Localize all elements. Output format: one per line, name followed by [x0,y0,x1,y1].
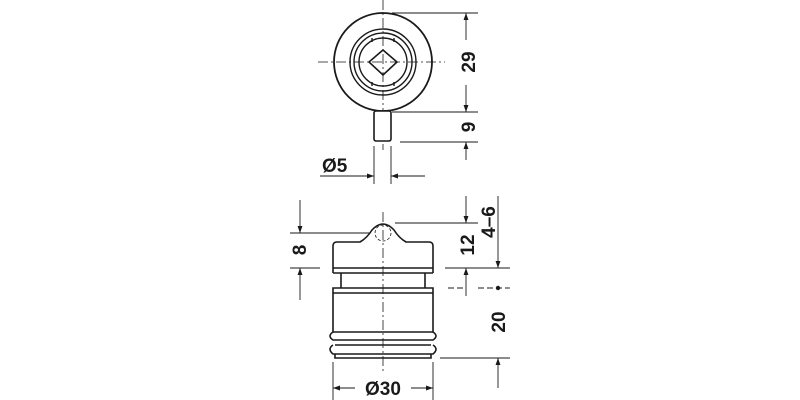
inner-ring-inner [358,37,408,87]
ring-notches [371,38,395,86]
reference-dot [495,285,501,291]
top-view-dimensions [320,12,478,184]
dim-9: 9 [459,122,480,133]
top-view [318,0,445,150]
dim-20: 20 [489,311,510,332]
inner-ring-outer [349,28,417,96]
dim-diameter-30: Ø30 [365,379,401,400]
seal-ring-1 [329,331,437,341]
diamond-socket [367,48,399,77]
side-view [329,212,437,372]
head [332,223,434,268]
hidden-ball [374,224,392,242]
dim-12: 12 [458,234,479,255]
seal-ring-2 [329,344,437,355]
dim-29: 29 [459,51,480,72]
dim-diameter-5: Ø5 [322,156,348,177]
pin [373,110,392,142]
dim-4-6: 4–6 [479,206,500,238]
dim-8: 8 [290,245,311,256]
inner-ring-middle [353,32,413,92]
side-view-dimensions [290,196,510,400]
